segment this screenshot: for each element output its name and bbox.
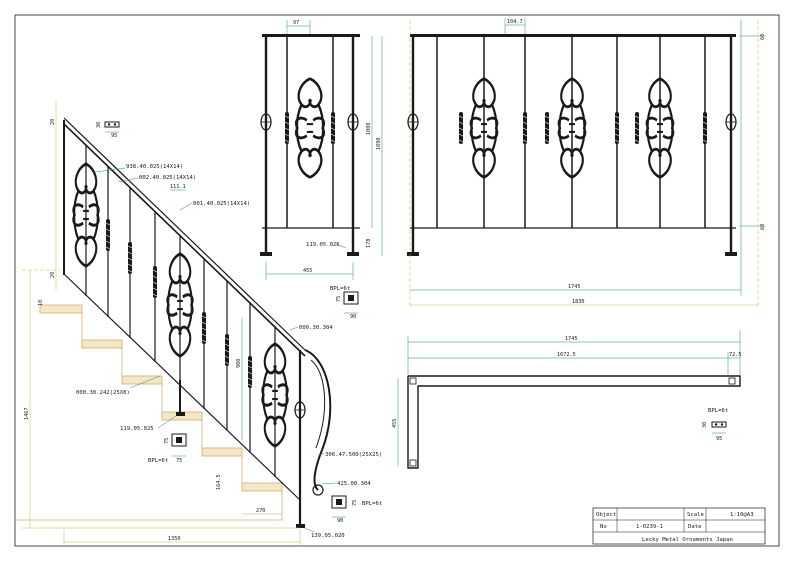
- dim-height-a: 1000: [366, 123, 372, 136]
- dim-rise: 164.5: [216, 474, 222, 490]
- plan-dim-end: 72.5: [729, 352, 742, 358]
- title-block: Object Scale 1:10@A3 No 1-0239-1 Date Le…: [592, 507, 766, 545]
- plate-top-h: 30: [96, 122, 102, 128]
- plan-dim-inner: 1672.5: [557, 352, 576, 358]
- front-elevation: 97 1000 1090 178 455 119.05.025: [260, 20, 383, 280]
- plan-view: 1745 1672.5 72.5 455: [392, 330, 742, 469]
- dim-top: 60: [760, 34, 766, 40]
- dim-length-b: 1830: [572, 299, 585, 305]
- plate-left: BPL=6t 75 75: [148, 433, 187, 464]
- plan-dim-depth: 455: [392, 419, 398, 428]
- title-scale-label: Scale: [687, 512, 704, 518]
- side-elevation: 104.7 60 60 1745 1830: [407, 18, 766, 308]
- plate-bottom: BPL=6t 90 75: [331, 495, 382, 524]
- plate-mid-w: 90: [350, 314, 356, 320]
- part-post-base: 119.05.025: [306, 242, 340, 248]
- dim-top-a: 20: [50, 119, 56, 125]
- part-bar-b: 001.40.025(14X14): [193, 201, 250, 207]
- plate-mid: BPL=6t 90 75: [330, 286, 359, 320]
- title-scale-value: 1:10@A3: [730, 512, 754, 518]
- dim-side: 10: [38, 300, 44, 306]
- dim-total-width: 1350: [168, 536, 181, 542]
- plate-top: 95 30: [96, 121, 120, 139]
- plate-right-w: 95: [716, 436, 722, 442]
- plate-right-label: BPL=6t: [708, 408, 728, 414]
- dim-top-b: 20: [50, 272, 56, 278]
- dim-width: 455: [303, 268, 312, 274]
- plate-bottom-label: BPL=6t: [362, 501, 382, 507]
- dim-bottom: 60: [760, 224, 766, 230]
- sheet-border: [14, 14, 780, 547]
- dim-tread: 270: [256, 508, 265, 514]
- dim-spacing: 97: [293, 20, 299, 26]
- part-flat-bar: 000.30.242(25X8): [76, 390, 130, 396]
- plate-left-label: BPL=6t: [148, 458, 168, 464]
- plate-top-w: 95: [111, 133, 117, 139]
- title-object-label: Object: [596, 512, 616, 518]
- part-bar-a: 002.40.025(14X14): [139, 175, 196, 181]
- dim-spacing-side: 104.7: [507, 19, 523, 25]
- dim-height-b: 1090: [376, 138, 382, 151]
- stair-elevation: 1467 1350 20 20 10 900 164.5 270 111.1 9…: [15, 100, 382, 546]
- dim-height-stair: 900: [236, 359, 242, 368]
- plate-right-h: 30: [702, 422, 708, 428]
- plate-left-h: 75: [164, 438, 170, 444]
- dim-total-height: 1467: [24, 408, 30, 421]
- plan-dim-overall: 1745: [565, 336, 578, 342]
- part-post-base-stair: 119.05.025: [120, 426, 154, 432]
- plate-bottom-h: 75: [352, 500, 358, 506]
- plate-bottom-w: 90: [337, 518, 343, 524]
- title-company: Lecky Metal Ornaments Japan: [642, 537, 733, 543]
- part-rail-square: 938.40.025(14X14): [126, 164, 183, 170]
- part-foot: 139.05.020: [311, 533, 345, 539]
- title-date-label: Date: [688, 524, 702, 530]
- plate-mid-h: 75: [336, 296, 342, 302]
- part-cap: 425.00.304: [337, 481, 371, 487]
- dim-baluster: 111.1: [170, 184, 186, 190]
- plate-right: BPL=6t 95 30: [702, 408, 728, 442]
- dim-length-a: 1745: [568, 284, 581, 290]
- title-no-value: 1-0239-1: [636, 524, 663, 530]
- plate-mid-label: BPL=6t: [330, 286, 350, 292]
- title-no-label: No: [600, 524, 607, 530]
- part-handrail: 000.30.304: [299, 325, 333, 331]
- dim-base: 178: [366, 239, 372, 248]
- part-curve: 306.47.500(25X25): [325, 452, 382, 458]
- plate-left-w: 75: [176, 458, 182, 464]
